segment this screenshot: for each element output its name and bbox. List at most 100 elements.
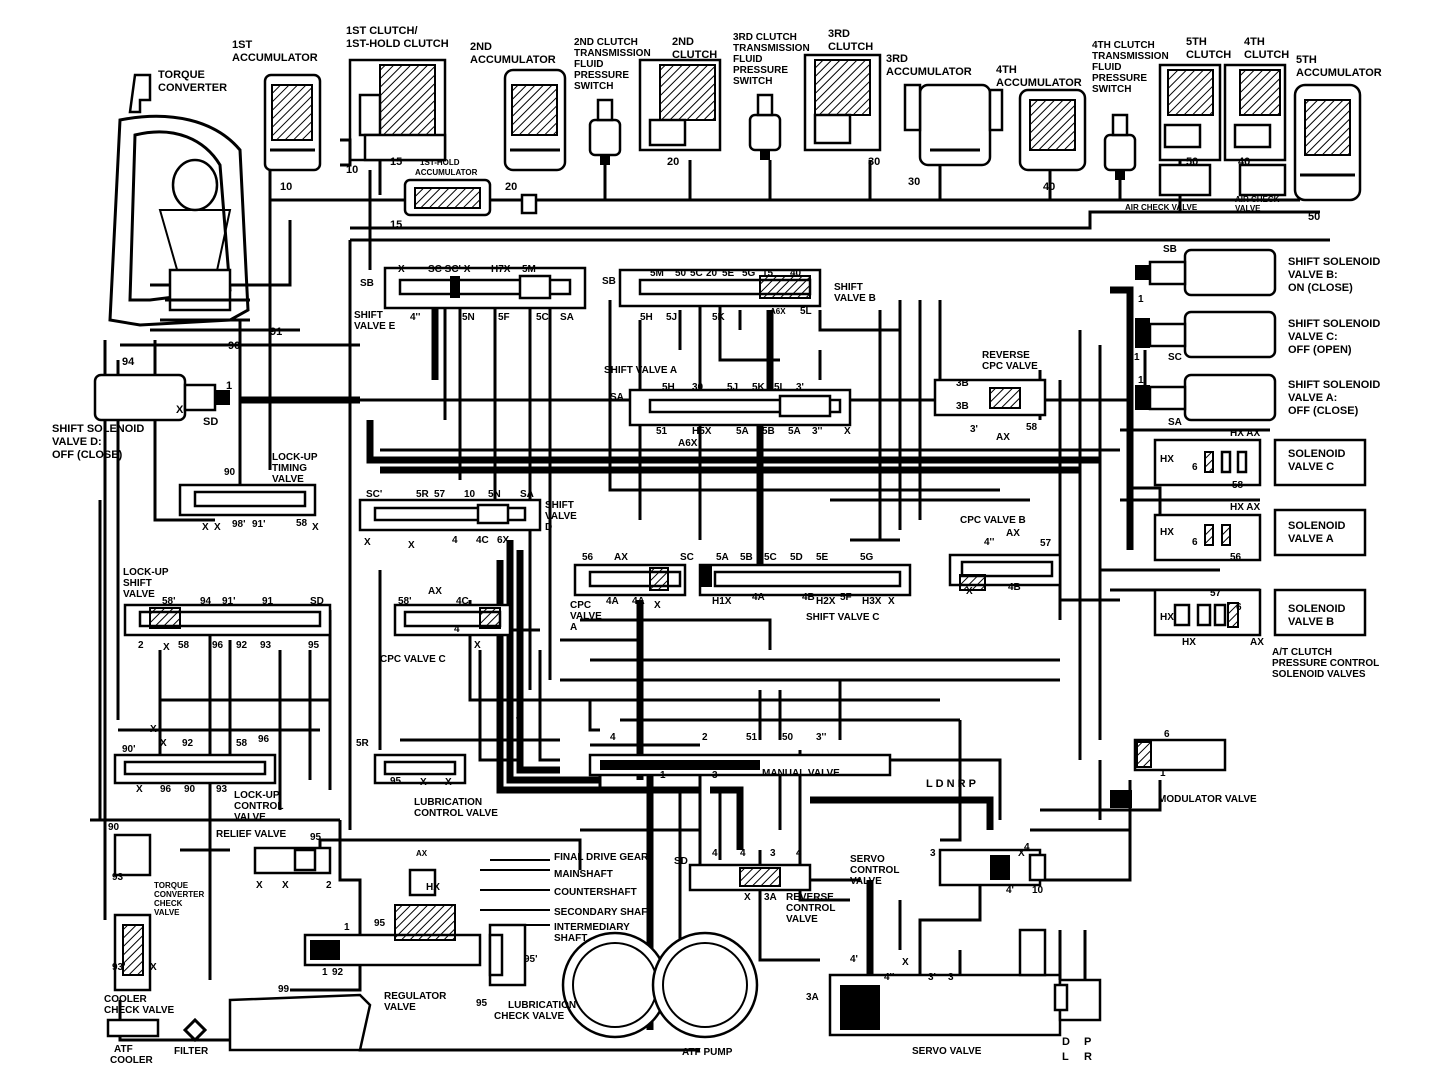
port-90: 90	[228, 340, 240, 352]
3rd-clutch-pressure-switch	[748, 93, 782, 160]
port-94: 94	[122, 356, 135, 368]
port-5k-a: 5K	[712, 312, 726, 323]
port-3-c: 3	[930, 848, 936, 859]
label-ssvc-2: VALVE C:	[1288, 331, 1338, 343]
component-labels: TORQUE CONVERTER 1ST ACCUMULATOR 1ST CLU…	[52, 25, 1382, 1066]
label-svb-1: SHIFT	[834, 282, 863, 293]
label-lushift-1: LOCK-UP	[123, 567, 169, 578]
port-4a-a: 4A	[606, 596, 619, 607]
shift-solenoid-c	[1135, 310, 1277, 359]
manual-valve	[588, 743, 892, 777]
port-20: 20	[505, 181, 517, 193]
port-6-a: 6	[1192, 462, 1198, 473]
label-sw3-1: 3RD CLUTCH	[733, 32, 797, 43]
port-4-g: 4	[796, 848, 802, 859]
port-3p-c: 3'	[928, 972, 936, 983]
label-solb-1: SOLENOID	[1288, 603, 1346, 615]
oil-pan	[228, 993, 372, 1052]
port-5l-b: 5L	[774, 382, 786, 393]
port-30: 30	[868, 156, 880, 168]
port-hx-d: HX	[1182, 637, 1196, 648]
hydraulic-lines	[90, 155, 1330, 1052]
port-5b-b: 5B	[740, 552, 753, 563]
port-3b-b: 3B	[956, 401, 969, 412]
label-atclutch-3: SOLENOID VALVES	[1272, 669, 1366, 680]
label-revctrl-1: REVERSE	[786, 892, 834, 903]
label-cpcb: CPC VALVE B	[960, 515, 1026, 526]
port-x-x: X	[902, 957, 909, 968]
label-svd-2: VALVE	[545, 511, 577, 522]
port-6-d: 6	[1164, 729, 1170, 740]
port-58-d: 58	[178, 640, 190, 651]
port-x-u: X	[282, 880, 289, 891]
port-5r-b: 5R	[356, 738, 370, 749]
label-sola-2: VALVE A	[1288, 533, 1334, 545]
port-x-q: X	[420, 777, 427, 788]
port-98p: 98'	[232, 519, 246, 530]
port-3-d: 3	[948, 972, 954, 983]
port-sb-c: SB	[1163, 244, 1177, 255]
2nd-accumulator	[503, 68, 567, 215]
label-acc2-2: ACCUMULATOR	[470, 54, 556, 66]
port-4c-b: 4C	[456, 596, 469, 607]
label-sw4-3: FLUID	[1092, 62, 1121, 73]
label-torque-converter-1: TORQUE	[158, 69, 205, 81]
port-x-f: X	[202, 522, 209, 533]
label-clutch3-1: 3RD	[828, 28, 850, 40]
label-ssva-1: SHIFT SOLENOID	[1288, 379, 1380, 391]
lock-up-shift-valve	[123, 603, 332, 637]
label-ssvc-1: SHIFT SOLENOID	[1288, 318, 1380, 330]
port-x-g: X	[214, 522, 221, 533]
port-4b-b: 4B	[1008, 582, 1021, 593]
torque-converter	[108, 73, 250, 327]
label-tccv-2: CONVERTER	[154, 890, 204, 899]
2nd-clutch-pressure-switch	[588, 98, 622, 165]
label-clutch1-2: 1ST-HOLD CLUTCH	[346, 38, 449, 50]
reverse-cpc-valve	[933, 378, 1047, 417]
port-2-c: 2	[326, 880, 332, 891]
port-50c: 50	[675, 268, 687, 279]
port-90c: 90	[184, 784, 196, 795]
port-5c-a: 5C	[536, 312, 549, 323]
label-clutch4-2: CLUTCH	[1244, 49, 1289, 61]
port-ax-b: AX	[1250, 637, 1264, 648]
relief-valve	[253, 846, 332, 875]
port-5g-a: 5G	[742, 268, 756, 279]
port-3b-a: 3B	[956, 378, 969, 389]
port-40c: 40	[790, 268, 802, 279]
port-x-l: X	[888, 596, 895, 607]
port-hx-c: HX	[1160, 612, 1174, 623]
port-1e: 1	[660, 770, 666, 781]
label-coolercheck-1: COOLER	[104, 994, 148, 1005]
port-93-a: 93	[260, 640, 272, 651]
port-96-a: 96	[212, 640, 224, 651]
port-x-e: X	[408, 540, 415, 551]
port-90p: 90'	[122, 744, 136, 755]
label-servo-pos-l: L	[1062, 1051, 1069, 1063]
port-5g-b: 5G	[860, 552, 874, 563]
label-sw2-5: SWITCH	[574, 81, 613, 92]
label-coolercheck-2: CHECK VALVE	[104, 1005, 175, 1016]
port-3p-a: 3'	[796, 382, 804, 393]
label-lutiming-3: VALVE	[272, 474, 304, 485]
port-h2x: H2X	[816, 596, 836, 607]
label-ssvd-2: VALVE D:	[52, 436, 102, 448]
label-acc4-1: 4TH	[996, 64, 1017, 76]
port-x-v: X	[744, 892, 751, 903]
label-sw4-1: 4TH CLUTCH	[1092, 40, 1155, 51]
port-30c: 30	[692, 382, 704, 393]
port-4-e: 4	[712, 848, 718, 859]
port-hxax-a: HX AX	[1230, 428, 1261, 439]
label-revcpc-2: CPC VALVE	[982, 361, 1038, 372]
port-2-b: 2	[702, 732, 708, 743]
5th-accumulator	[1293, 83, 1362, 202]
port-labels: 10 10 15 15 20 20 30 30 40 40 50 50 90 9…	[108, 156, 1320, 1009]
label-intermediary-1: INTERMEDIARY	[554, 922, 630, 933]
port-5f: 5F	[498, 312, 510, 323]
label-atfcooler-1: ATF	[114, 1044, 133, 1055]
label-sw2-2: TRANSMISSION	[574, 48, 651, 59]
port-x-k: X	[654, 600, 661, 611]
label-cpca-3: A	[570, 622, 577, 633]
port-50d: 50	[782, 732, 794, 743]
solenoid-valve-c-box	[1153, 438, 1367, 487]
